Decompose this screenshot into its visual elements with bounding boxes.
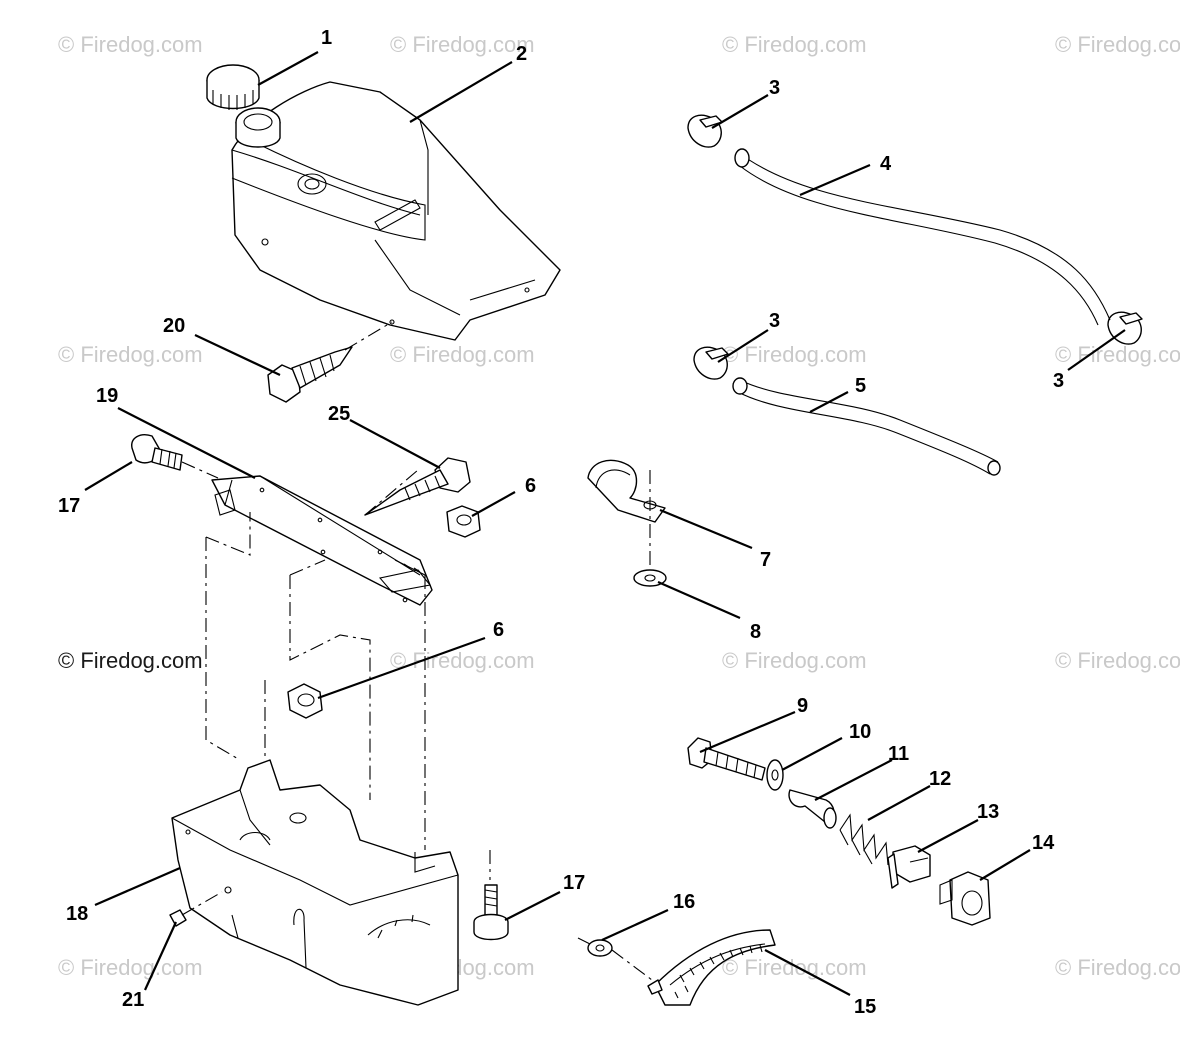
lever-knob — [939, 871, 991, 926]
watermark: © Firedog.com — [390, 32, 535, 57]
fuel-hose — [732, 377, 1001, 476]
callout-18: 18 — [66, 903, 88, 925]
callout-20: 20 — [163, 315, 185, 337]
callout-17: 17 — [563, 872, 585, 894]
callout-12: 12 — [929, 768, 951, 790]
filler-neck — [235, 107, 281, 148]
watermark: © Firedog.com — [722, 342, 867, 367]
watermark: © Firedog.com — [1055, 32, 1180, 57]
callout-25: 25 — [328, 403, 350, 425]
hose-bracket — [587, 459, 666, 570]
hex-bolt — [687, 737, 766, 781]
height-gauge-plate — [647, 929, 776, 1006]
small-screw — [169, 891, 223, 927]
callout-11: 11 — [888, 743, 909, 765]
callout-labels: 1 2 3 4 3 5 3 6 6 7 8 9 10 11 12 13 14 1… — [58, 27, 1064, 1018]
watermark: © Firedog.com — [390, 342, 535, 367]
callout-14: 14 — [1032, 832, 1055, 854]
watermark: © Firedog.com — [1055, 342, 1180, 367]
callout-3: 3 — [769, 77, 780, 99]
spring-retainer — [887, 845, 931, 889]
callout-3: 3 — [769, 310, 780, 332]
fuel-hose — [734, 148, 1111, 326]
watermark: © Firedog.com — [722, 648, 867, 673]
tank-support — [171, 759, 459, 1006]
watermark: © Firedog.com — [58, 955, 203, 980]
callout-9: 9 — [797, 695, 808, 717]
assembly-lines — [205, 512, 491, 880]
bolt — [364, 457, 471, 516]
watermark: © Firedog.com — [58, 32, 203, 57]
callout-21: 21 — [122, 989, 144, 1011]
callout-13: 13 — [977, 801, 999, 823]
callout-4: 4 — [880, 153, 892, 175]
callout-3: 3 — [1053, 370, 1064, 392]
watermark: © Firedog.com — [58, 342, 203, 367]
callout-6: 6 — [493, 619, 504, 641]
callout-7: 7 — [760, 549, 771, 571]
callout-1: 1 — [321, 27, 332, 49]
watermark: © Firedog.com — [390, 648, 535, 673]
callout-16: 16 — [673, 891, 695, 913]
hex-nut — [287, 683, 323, 719]
washer — [766, 759, 784, 791]
mounting-bracket — [211, 475, 433, 606]
hose-clamp — [687, 114, 723, 148]
fuel-cap — [206, 64, 260, 110]
screw — [267, 321, 393, 403]
callout-17: 17 — [58, 495, 80, 517]
watermark: © Firedog.com — [722, 955, 867, 980]
callout-8: 8 — [750, 621, 761, 643]
compression-spring — [839, 813, 889, 866]
callout-5: 5 — [855, 375, 866, 397]
callout-2: 2 — [516, 43, 527, 65]
hex-nut — [446, 505, 481, 538]
spacer-tube — [788, 789, 837, 829]
callout-10: 10 — [849, 721, 871, 743]
washer — [577, 937, 653, 981]
callout-19: 19 — [96, 385, 118, 407]
watermark: © Firedog.com — [1055, 955, 1180, 980]
watermark: © Firedog.com — [722, 32, 867, 57]
fuel-tank — [231, 81, 561, 341]
callout-15: 15 — [854, 996, 876, 1018]
watermark-main: © Firedog.com — [58, 648, 203, 673]
callout-6: 6 — [525, 475, 536, 497]
shoulder-bolt — [473, 884, 509, 941]
leader-lines — [84, 51, 1126, 996]
shoulder-bolt — [131, 434, 219, 479]
watermark: © Firedog.com — [1055, 648, 1180, 673]
hose-clamp — [693, 346, 729, 380]
watermark-grid: © Firedog.com © Firedog.com © Firedog.co… — [58, 32, 1180, 980]
